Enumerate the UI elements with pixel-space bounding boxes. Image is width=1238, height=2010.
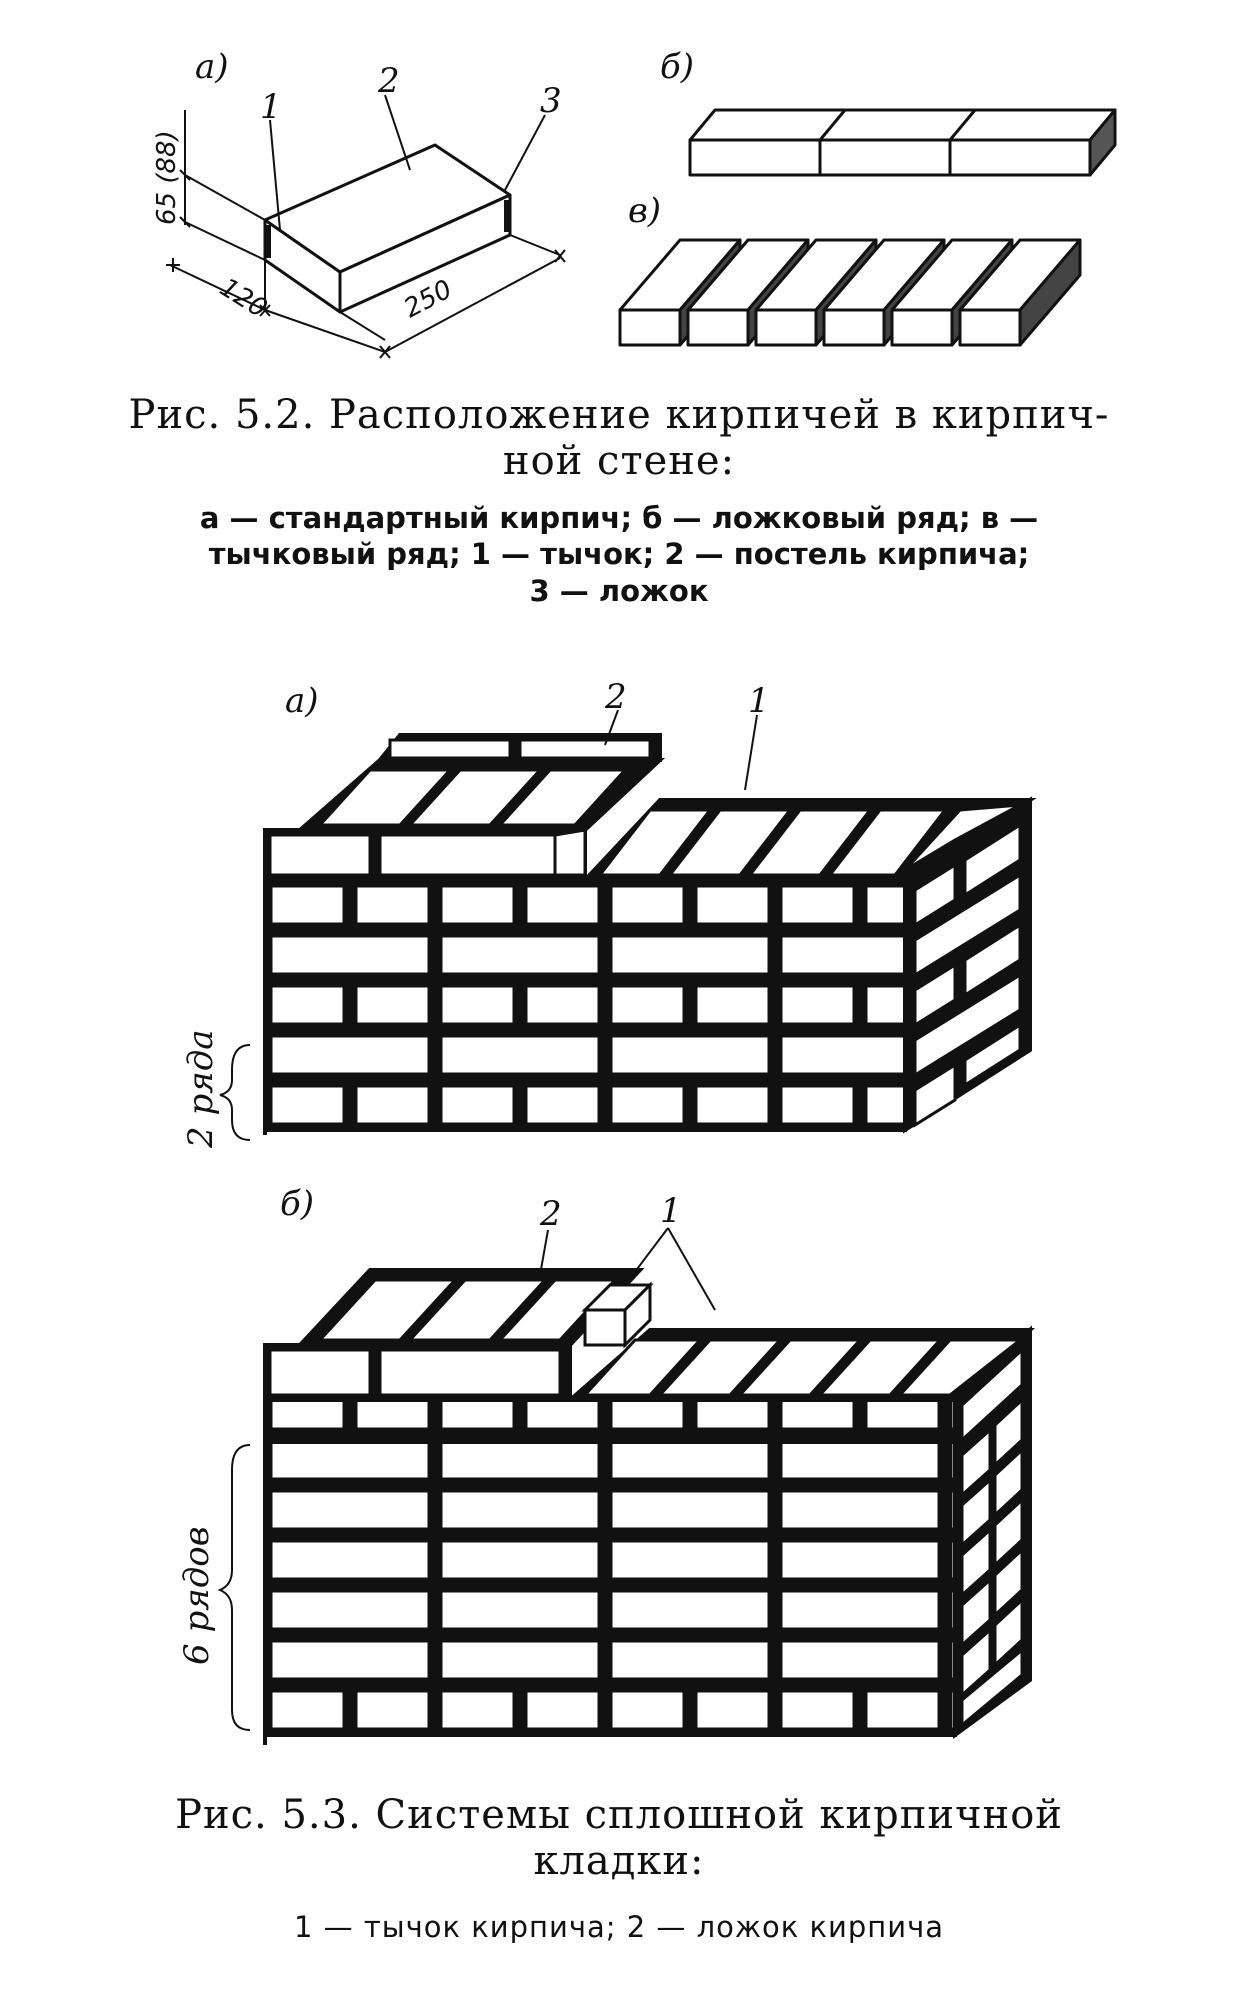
- fig52-panel-a-label: a): [195, 47, 229, 87]
- fig52-legend-line2: тычковый ряд; 1 — тычок; 2 — постель кир…: [208, 537, 1030, 572]
- fig52-legend-line3: 3 — ложок: [529, 573, 709, 608]
- fig53a-callout-2: 2: [604, 677, 627, 717]
- fig53-panel-a-label: а): [285, 681, 319, 721]
- fig53b-callout-1: 1: [660, 1191, 682, 1231]
- fig53a-rows-label: 2 ряда: [181, 1029, 221, 1149]
- fig52-title-line1: Рис. 5.2. Расположение кирпичей в кирпич…: [128, 392, 1110, 438]
- fig53-title-line1: Рис. 5.3. Системы сплошной кирпичной: [175, 1792, 1063, 1838]
- fig53-legend: 1 — тычок кирпича; 2 — ложок кирпича: [293, 1910, 944, 1944]
- fig53a-callout-1: 1: [748, 681, 770, 721]
- fig53b-rows-label: 6 рядов: [177, 1526, 217, 1665]
- fig53-caption: Рис. 5.3. Системы сплошной кирпичной кла…: [70, 1792, 1168, 1884]
- stretcher-row: [688, 108, 1117, 177]
- fig52-caption: Рис. 5.2. Расположение кирпичей в кирпич…: [80, 392, 1158, 484]
- fig53-title-line2: кладки:: [533, 1838, 705, 1884]
- fig52-callout-1: 1: [260, 87, 282, 127]
- fig52-panel-v-label: в): [628, 191, 661, 231]
- fig52-callout-3: 3: [540, 81, 562, 121]
- fig52-legend-line1: а — стандартный кирпич; б — ложковый ряд…: [199, 501, 1039, 535]
- fig52-panel-b-label: б): [660, 47, 694, 87]
- fig53-panel-b-label: б): [280, 1184, 314, 1224]
- dim-height: 65 (88): [152, 130, 182, 225]
- header-row: [618, 238, 1082, 347]
- figure-5-2-drawing: a) б) в) 1 2 3 65 (88) 120 250: [152, 47, 1117, 359]
- fig52-title-line2: ной стене:: [502, 438, 736, 484]
- dimension-lines: [166, 94, 566, 359]
- fig52-callout-2: 2: [377, 61, 400, 101]
- fig53b-callout-2: 2: [539, 1194, 562, 1234]
- fig52-legend: а — стандартный кирпич; б — ложковый ряд…: [80, 500, 1158, 609]
